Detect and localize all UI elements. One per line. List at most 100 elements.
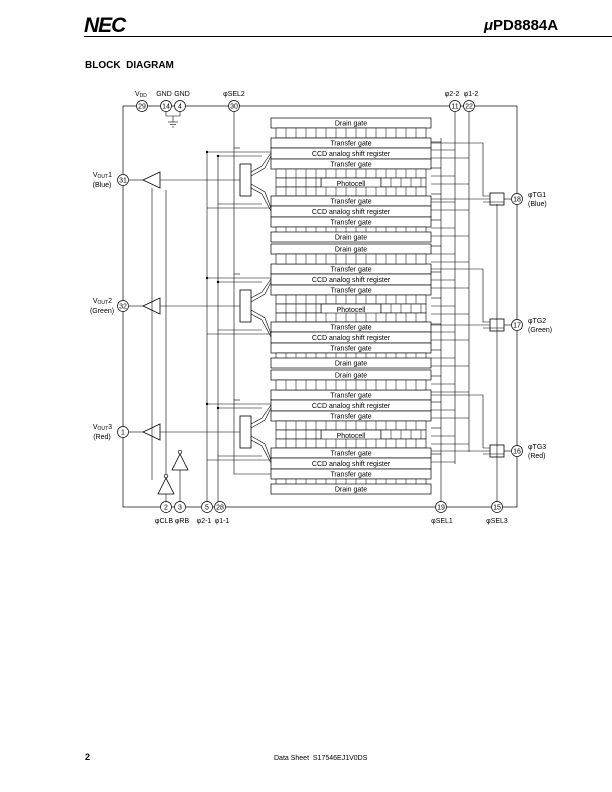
bottom-pin-15-circle (491, 501, 503, 513)
top-pin-11-number: 11 (451, 104, 458, 111)
bottom-pin-label-2: φCLB (155, 518, 173, 525)
vout-label-2: VOUT2 (93, 298, 112, 306)
bottom-pin-28-number: 28 (216, 505, 224, 512)
tg-color-1: (Blue) (528, 201, 547, 208)
bottom-pin-5-circle (201, 501, 213, 513)
nec-logo: NEC (84, 14, 126, 37)
top-pin-14-number: 14 (162, 104, 170, 111)
top-pin-30-circle (228, 100, 240, 112)
vout-pin-1-number: 1 (121, 430, 125, 437)
selector-link (250, 187, 272, 212)
top-pin-29-circle (136, 100, 148, 112)
vout-color-1: (Blue) (93, 182, 112, 189)
cell-row-2a (275, 294, 427, 305)
bottom-pin-2-circle (160, 501, 172, 513)
tg-pin-17-circle (511, 319, 523, 331)
pin-label-vdd: VDD (135, 91, 147, 99)
sel2-rail (233, 112, 271, 475)
vout-color-2: (Green) (90, 308, 114, 315)
bottom-pin-28-circle (214, 501, 226, 513)
photocell-3-label: Photocell (337, 433, 366, 440)
vout-pin-32-number: 32 (119, 304, 127, 311)
top-pin-29-number: 29 (138, 104, 146, 111)
cell-row-3a (275, 420, 427, 431)
transfer-gate-3c-label: Transfer gate (330, 451, 371, 458)
pin-label-gnd-4: GND (174, 91, 190, 98)
photocell-1-cells-right (380, 177, 427, 188)
clamp-buffer (157, 477, 175, 495)
tg-color-3: (Red) (528, 453, 546, 460)
bottom-pin-label-5: φ2-1 (197, 518, 212, 525)
part-number: μPD8884A (484, 17, 558, 34)
drain-gate-1b-box (270, 231, 432, 243)
top-pin-22-number: 22 (465, 104, 473, 111)
pin-label-phi2-2: φ2-2 (445, 91, 460, 98)
tg-pin-18-number: 18 (513, 197, 521, 204)
tg-pin-16-number: 16 (513, 449, 521, 456)
selector-link (250, 278, 272, 299)
photocell-3-cells-left (275, 429, 322, 440)
selector-link (250, 152, 272, 173)
ccd-register-3a-label: CCD analog shift register (312, 403, 391, 410)
drain-gate-1b-label: Drain gate (335, 235, 367, 242)
transfer-gate-2b-label: Transfer gate (330, 288, 371, 295)
selector-3 (239, 415, 252, 449)
section-title: BLOCK DIAGRAM (85, 60, 174, 71)
pin-label-phi1-2: φ1-2 (464, 91, 479, 98)
photocell-2-cells-right (380, 303, 427, 314)
bottom-pin-19-circle (435, 501, 447, 513)
reset-buffer (171, 453, 189, 471)
drain-gate-top-label: Drain gate (335, 121, 367, 128)
vout-label-1: VOUT1 (93, 172, 112, 180)
bottom-pin-15-number: 15 (493, 505, 501, 512)
photocell-2-label: Photocell (337, 307, 366, 314)
transfer-gate-2d-label: Transfer gate (330, 346, 371, 353)
transfer-gate-1c-label: Transfer gate (330, 199, 371, 206)
ccd-register-3b-label: CCD analog shift register (312, 461, 391, 468)
tg-pin-17-number: 17 (513, 323, 521, 330)
drain-gate-bottom-label: Drain gate (335, 487, 367, 494)
photocell-1-label: Photocell (337, 181, 366, 188)
tg-color-2: (Green) (528, 327, 552, 334)
vout-pin-31-circle (117, 174, 129, 186)
reset-bubble (177, 449, 183, 455)
bottom-pin-19-number: 19 (437, 505, 445, 512)
top-pin-11-circle (449, 100, 461, 112)
output-amplifier-1 (142, 171, 161, 189)
selector-link (250, 439, 272, 464)
drain-gate-2b-label: Drain gate (335, 361, 367, 368)
ccd-register-1a-label: CCD analog shift register (312, 151, 391, 158)
bottom-pin-label-19: φSEL1 (431, 518, 453, 525)
photocell-2-cells-left (275, 303, 322, 314)
selector-link (250, 309, 272, 335)
pin-label-gnd-14: GND (156, 91, 172, 98)
tg-label-2: φTG2 (528, 318, 546, 325)
photocell-3-cells-right (380, 429, 427, 440)
selector-link (250, 183, 272, 209)
cell-row-top (275, 127, 427, 139)
bottom-pin-5-number: 5 (205, 505, 209, 512)
transfer-gate-1d-label: Transfer gate (330, 220, 371, 227)
selector-link (250, 281, 272, 303)
tg-pin-16-circle (511, 445, 523, 457)
bottom-pin-2-number: 2 (164, 505, 168, 512)
vout-pin-32-circle (117, 300, 129, 312)
transfer-gate-2c-label: Transfer gate (330, 325, 371, 332)
ccd-register-1b-label: CCD analog shift register (312, 209, 391, 216)
selector-1 (239, 163, 252, 197)
vout-color-3: (Red) (93, 434, 111, 441)
selector-link (250, 313, 272, 338)
ccd-register-2b-label: CCD analog shift register (312, 335, 391, 342)
output-amplifier-3 (142, 423, 161, 441)
transfer-gate-2a-label: Transfer gate (330, 267, 371, 274)
photocell-1-cells-left (275, 177, 322, 188)
tg-pin-18-circle (511, 193, 523, 205)
top-pin-14-circle (160, 100, 172, 112)
bottom-pin-label-28: φ1-1 (215, 518, 230, 525)
drain-gate-3a-label: Drain gate (335, 373, 367, 380)
header-rule (84, 36, 612, 37)
transfer-gate-3d-label: Transfer gate (330, 472, 371, 479)
selector-2 (239, 289, 252, 323)
vout-pin-31-number: 31 (119, 178, 127, 185)
